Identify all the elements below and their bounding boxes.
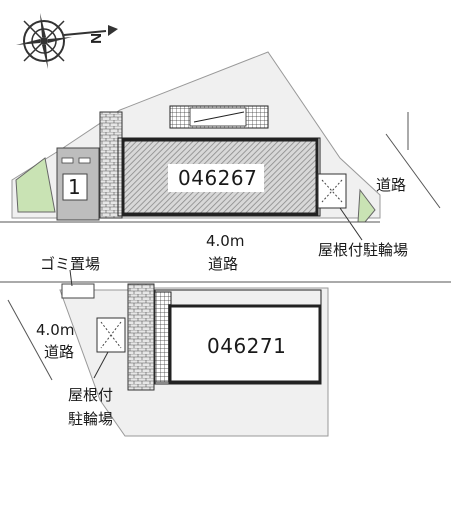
garbage-leader xyxy=(69,269,73,287)
compass-north-letter: N xyxy=(87,33,104,44)
stairs-stroke xyxy=(193,111,245,123)
bike-parking-lower-label-line2: 駐輪場 xyxy=(68,410,114,428)
compass-rose-icon xyxy=(16,13,118,69)
bike-parking-lower-cross-2 xyxy=(100,321,122,349)
bike-lower-leader xyxy=(93,351,109,379)
road-label-center: 道路 xyxy=(208,255,239,273)
parking-marker-right xyxy=(78,157,91,164)
bike-parking-upper-cross-1 xyxy=(321,179,343,203)
garbage-area xyxy=(61,283,95,299)
bike-upper-leader xyxy=(339,207,363,241)
road-edge-left xyxy=(7,299,53,381)
parking-space-number: 1 xyxy=(68,175,81,199)
bike-parking-upper-cross-2 xyxy=(321,179,343,203)
parking-number-box xyxy=(62,173,88,201)
bike-parking-upper xyxy=(317,173,347,209)
upper-building-id: 046267 xyxy=(178,166,258,190)
lower-building-id: 046271 xyxy=(207,334,287,358)
lower-building xyxy=(168,304,322,384)
brick-wall-upper xyxy=(99,111,123,219)
bike-parking-lower-label-line1: 屋根付 xyxy=(68,386,114,404)
garbage-label: ゴミ置場 xyxy=(40,255,101,273)
bike-parking-upper-label: 屋根付駐輪場 xyxy=(318,241,409,259)
parking-marker-left xyxy=(61,157,74,164)
green-area-left xyxy=(15,157,56,213)
upper-building-label-box xyxy=(168,164,264,192)
road-label-left: 道路 xyxy=(44,343,75,361)
brick-wall-lower xyxy=(127,283,155,391)
road-width-left: 4.0m xyxy=(36,321,75,339)
road-edge-right-1 xyxy=(385,133,441,209)
road-label-right: 道路 xyxy=(376,176,407,194)
road-width-center: 4.0m xyxy=(206,232,245,250)
